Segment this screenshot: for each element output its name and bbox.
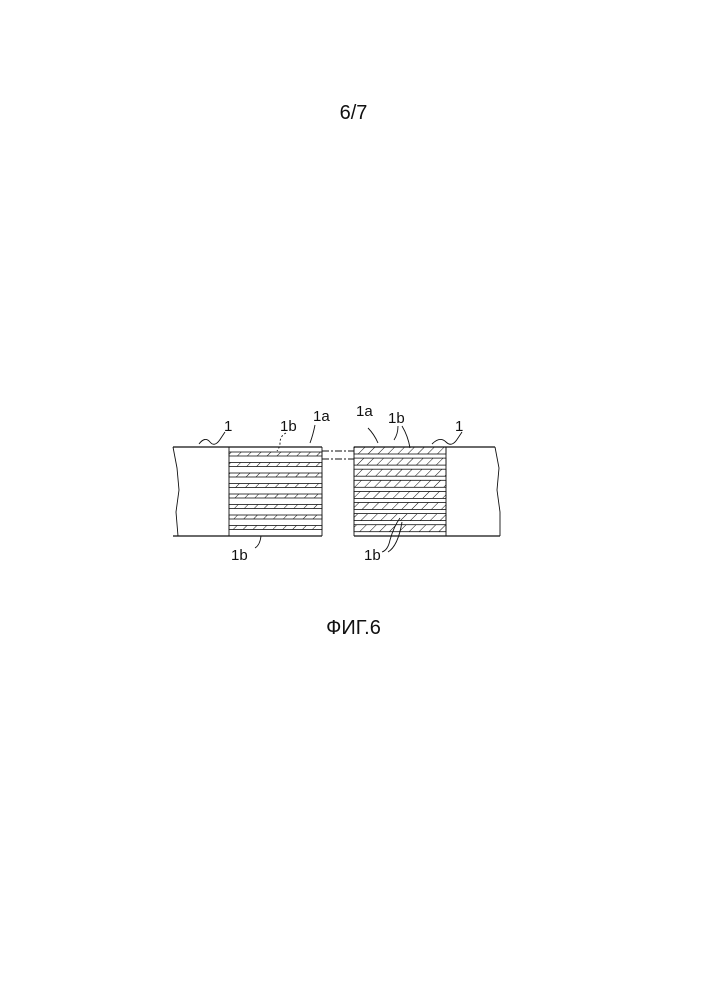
left-layer-stripes [229, 452, 322, 530]
left-layer-band [229, 515, 322, 519]
right-layer-stripes [354, 447, 446, 532]
label-left-1: 1 [224, 418, 232, 435]
right-layer-band [354, 469, 446, 476]
right-layer-band [354, 447, 446, 454]
right-layer-band [354, 514, 446, 521]
left-layer-band [229, 494, 322, 498]
left-layer-band [229, 463, 322, 467]
right-layer-band [354, 491, 446, 498]
left-layer-band [229, 473, 322, 477]
right-layer-band [354, 458, 446, 465]
label-left-1b-bottom: 1b [231, 547, 248, 564]
label-right-1b-bottom: 1b [364, 547, 381, 564]
label-left-1a: 1a [313, 408, 330, 425]
right-layer-band [354, 503, 446, 510]
connection-lines [322, 451, 354, 459]
label-right-1b-top: 1b [388, 410, 405, 427]
left-layer-band [229, 526, 322, 530]
label-right-1a: 1a [356, 403, 373, 420]
left-layer-band [229, 505, 322, 509]
label-left-1b-top: 1b [280, 418, 297, 435]
right-layer-band [354, 480, 446, 487]
left-layer-band [229, 484, 322, 488]
label-right-1: 1 [455, 418, 463, 435]
leader-lines [199, 425, 462, 552]
figure-caption: ФИГ.6 [0, 617, 707, 640]
left-member [173, 447, 322, 536]
left-layer-band [229, 452, 322, 456]
